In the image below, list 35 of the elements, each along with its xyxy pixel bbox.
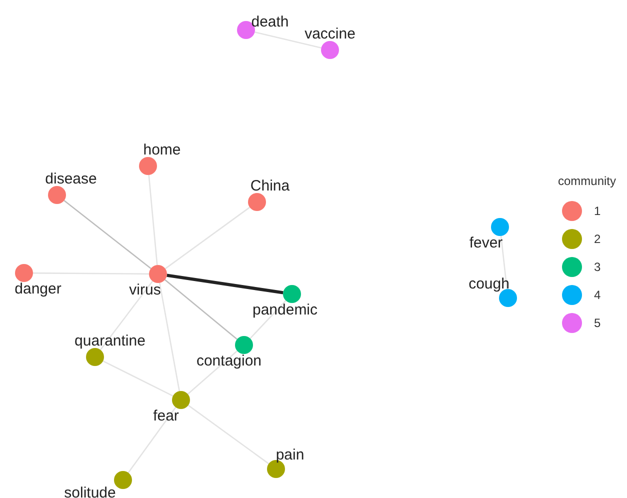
connector-line — [187, 350, 238, 395]
node-label: fear — [153, 408, 179, 424]
node-label: disease — [45, 170, 97, 188]
node-label: pain — [276, 446, 304, 464]
node-label: pandemic — [252, 302, 318, 318]
legend-label: 4 — [594, 288, 601, 302]
connector-line — [166, 274, 284, 294]
connector-line — [164, 279, 238, 340]
connector-line — [102, 360, 174, 397]
legend-label: 1 — [594, 204, 601, 218]
legend-label: 3 — [594, 260, 601, 274]
legend-label: 5 — [594, 316, 601, 330]
node-label: home — [143, 142, 181, 158]
connector-line — [500, 236, 508, 290]
node-label: cough — [468, 276, 510, 292]
node-label: contagion — [196, 352, 262, 370]
node-label: danger — [14, 280, 62, 298]
connector-line — [148, 174, 158, 266]
node-label: quarantine — [74, 332, 146, 350]
node-label: death — [251, 14, 289, 30]
node-label: solitude — [64, 484, 116, 498]
connector-line — [188, 404, 270, 464]
legend-title: community — [558, 174, 616, 188]
connector-line — [128, 406, 176, 474]
node-label: fever — [469, 234, 503, 252]
connector-line — [164, 206, 250, 270]
node-label: China — [250, 178, 290, 194]
connector-line — [250, 300, 286, 339]
connector-line — [158, 282, 180, 392]
connector-line — [100, 280, 154, 350]
node-label: vaccine — [304, 26, 356, 42]
legend-label: 2 — [594, 232, 601, 246]
connector-line — [254, 31, 322, 49]
connector-line — [64, 200, 152, 269]
node-label: virus — [129, 282, 161, 298]
